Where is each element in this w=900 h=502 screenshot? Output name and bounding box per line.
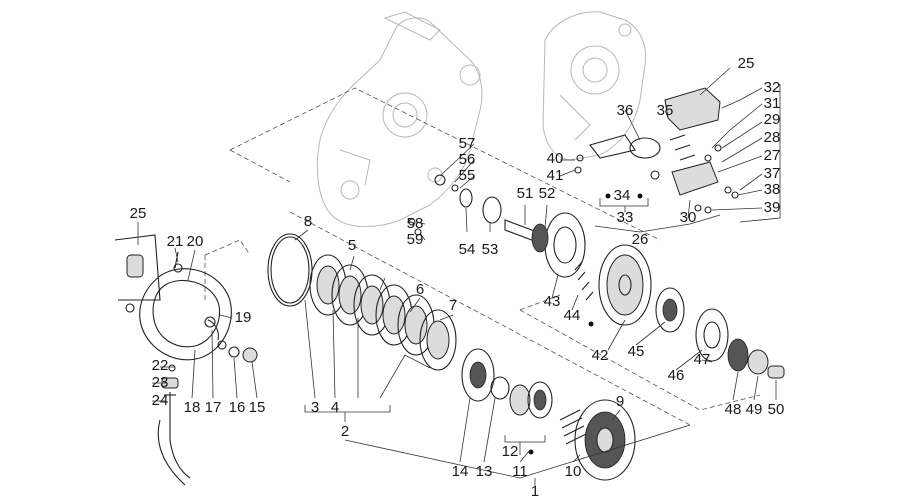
kit-indicator-dots [528,193,643,455]
callout-7: 7 [449,297,457,314]
callout-35: 35 [657,102,674,119]
callout-54: 54 [459,241,476,258]
callout-13: 13 [476,463,493,480]
callout-41: 41 [547,167,564,184]
callout-38: 38 [764,181,781,198]
callout-55: 55 [459,167,476,184]
callout-37: 37 [764,165,781,182]
callout-9: 9 [616,393,624,410]
callout-3: 3 [311,399,319,416]
callout-40: 40 [547,150,564,167]
callout-21: 21 [167,233,184,250]
callout-56: 56 [459,151,476,168]
grouping-brackets [304,198,721,486]
shaft-group [408,174,549,253]
callout-58: 58 [407,215,424,232]
callout-42: 42 [592,347,609,364]
callout-33: 33 [617,209,634,226]
starter-cover-group [114,234,258,486]
callout-8: 8 [304,213,312,230]
crankcase-left-ghost [316,11,483,227]
callout-48: 48 [725,401,742,418]
callout-57: 57 [459,135,476,152]
callout-49: 49 [746,401,763,418]
callout-5: 5 [348,237,356,254]
callout-52: 52 [539,185,556,202]
callout-1: 1 [531,483,539,500]
callout-47: 47 [694,351,711,368]
callout-10: 10 [565,463,582,480]
callout-25: 25 [130,205,147,222]
leader-lines [137,67,781,463]
callout-11: 11 [512,463,528,480]
callout-51: 51 [517,185,534,202]
callout-34: 34 [614,187,631,204]
callout-30: 30 [680,209,697,226]
callout-23: 23 [152,374,169,391]
callout-39: 39 [764,199,781,216]
callout-15: 15 [249,399,266,416]
clutch-hub-group [461,348,636,481]
callout-16: 16 [229,399,246,416]
callout-31: 31 [764,95,781,112]
callout-2: 2 [341,423,349,440]
assembly-guide-lines [204,87,761,426]
callout-14: 14 [452,463,469,480]
callout-20: 20 [187,233,204,250]
callout-6: 6 [416,281,424,298]
drive-gear-group [544,212,785,379]
callout-29: 29 [764,111,781,128]
callout-32: 32 [764,79,781,96]
callout-27: 27 [764,147,781,164]
callout-4: 4 [331,399,339,416]
callout-19: 19 [235,309,252,326]
callout-59: 59 [407,231,424,248]
callout-45: 45 [628,343,645,360]
callout-25-upper: 25 [738,55,755,72]
callout-22: 22 [152,357,169,374]
crankcase-right-ghost [542,11,647,161]
callout-53: 53 [482,241,499,258]
callout-44: 44 [564,307,581,324]
callout-26: 26 [632,231,649,248]
actuator-group [574,87,739,214]
callout-18: 18 [184,399,201,416]
callout-46: 46 [668,367,685,384]
callout-12: 12 [502,443,519,460]
callout-50: 50 [768,401,785,418]
callout-43: 43 [544,293,561,310]
plate-stack [309,254,457,371]
callout-17: 17 [205,399,222,416]
callout-24: 24 [152,392,169,409]
callout-28: 28 [764,129,781,146]
callout-36: 36 [617,102,634,119]
clutch-plates-group [267,233,457,371]
